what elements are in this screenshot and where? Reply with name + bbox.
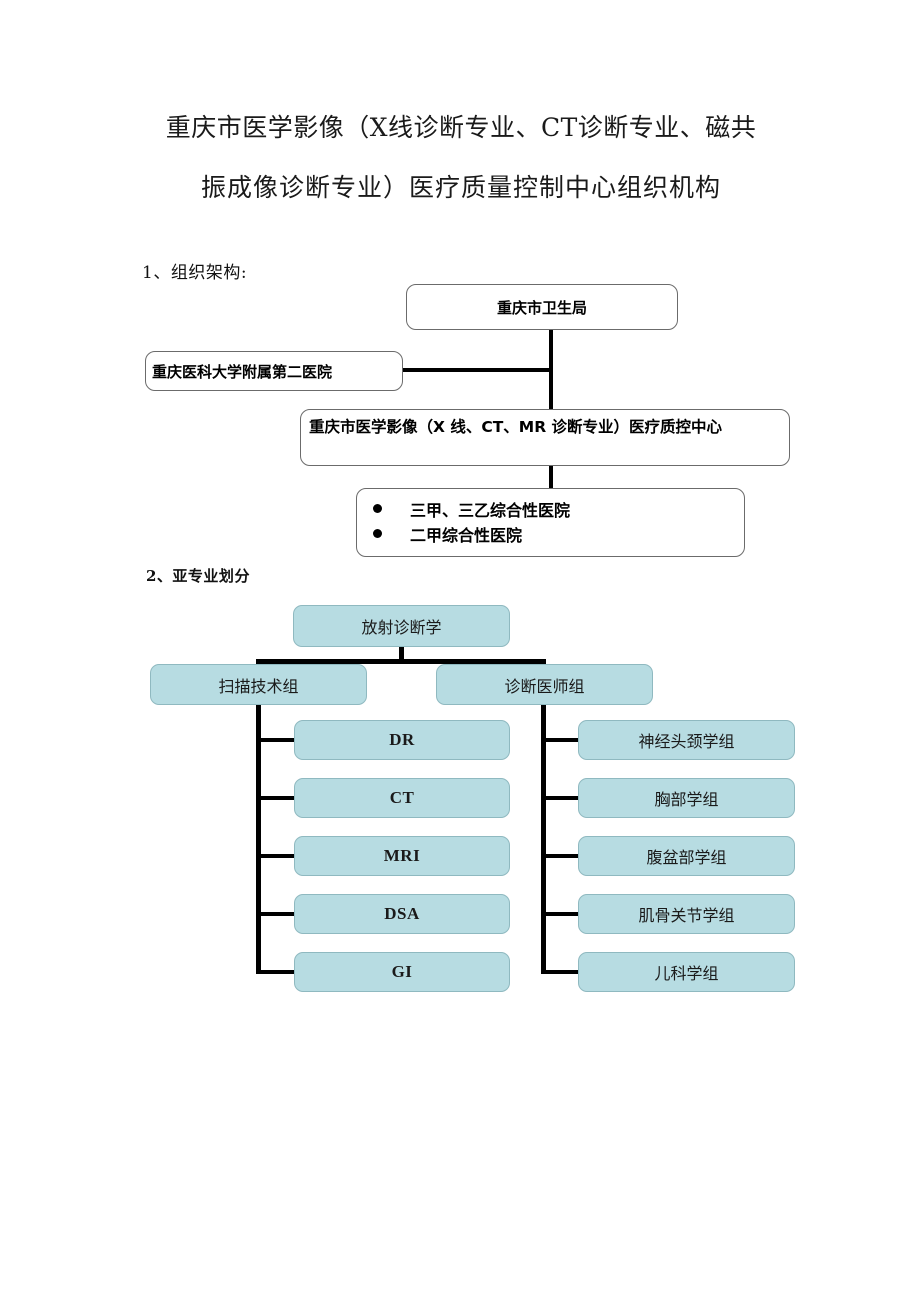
hospital-list-item-1: 三甲、三乙综合性医院 <box>410 500 571 520</box>
subspec-node-diagnostic-physician-group-label: 诊断医师组 <box>504 676 585 696</box>
connector-left-leaf-stub-1 <box>256 738 296 742</box>
connector-right-leaf-stub-5 <box>541 970 581 974</box>
subspec-leaf-left-4-label: DSA <box>384 904 420 923</box>
section-heading-organization: 1、组织架构: <box>142 263 248 283</box>
subspec-leaf-left-3-label: MRI <box>383 846 421 865</box>
connector-root-bus <box>256 659 546 664</box>
subspec-leaf-left-4: DSA <box>294 894 510 934</box>
subspec-node-scan-tech-group-label: 扫描技术组 <box>218 676 299 696</box>
subspec-leaf-left-3: MRI <box>294 836 510 876</box>
organization-structure-chart: 重庆市卫生局 重庆医科大学附属第二医院 重庆市医学影像（X 线、CT、MR 诊断… <box>0 0 920 580</box>
bullet-dot-icon <box>373 504 382 513</box>
org-node-qc-center: 重庆市医学影像（X 线、CT、MR 诊断专业）医疗质控中心 <box>300 409 790 466</box>
bullet-dot-icon <box>373 529 382 538</box>
connector-affiliated-hospital-to-spine <box>403 368 551 372</box>
subspec-node-root-label: 放射诊断学 <box>361 618 442 637</box>
section-heading-subspecialty: 2、亚专业划分 <box>146 567 250 585</box>
connector-right-leaf-stub-2 <box>541 796 581 800</box>
connector-left-leaf-stub-2 <box>256 796 296 800</box>
subspecialty-division-chart: 放射诊断学 扫描技术组 诊断医师组 DR CT MRI DSA GI 神经头颈学… <box>150 605 795 992</box>
subspec-leaf-left-1-label: DR <box>389 730 415 749</box>
subspec-leaf-right-5-label: 儿科学组 <box>654 964 719 983</box>
subspec-node-root: 放射诊断学 <box>293 605 510 647</box>
connector-right-leaf-stub-1 <box>541 738 581 742</box>
subspec-leaf-left-1: DR <box>294 720 510 760</box>
org-node-health-bureau-label: 重庆市卫生局 <box>496 298 587 317</box>
connector-right-leaf-stub-4 <box>541 912 581 916</box>
connector-bus-to-right-branch <box>541 659 546 665</box>
subspec-leaf-left-2-label: CT <box>389 788 415 807</box>
org-node-hospital-list: 三甲、三乙综合性医院 二甲综合性医院 <box>356 488 745 557</box>
connector-left-leaf-stub-3 <box>256 854 296 858</box>
org-node-affiliated-hospital: 重庆医科大学附属第二医院 <box>145 351 403 391</box>
hospital-list-item-2: 二甲综合性医院 <box>410 525 523 545</box>
subspec-leaf-right-2-label: 胸部学组 <box>654 790 719 809</box>
subspec-leaf-left-5: GI <box>294 952 510 992</box>
subspec-leaf-right-3-label: 腹盆部学组 <box>646 848 727 867</box>
subspec-leaf-right-2: 胸部学组 <box>578 778 795 818</box>
connector-left-leaf-stub-5 <box>256 970 296 974</box>
subspec-leaf-left-2: CT <box>294 778 510 818</box>
subspec-node-scan-tech-group: 扫描技术组 <box>150 664 367 705</box>
subspec-leaf-right-5: 儿科学组 <box>578 952 795 992</box>
connector-root-stem <box>399 647 404 664</box>
org-node-affiliated-hospital-label: 重庆医科大学附属第二医院 <box>152 362 333 381</box>
page-title: 重庆市医学影像（X线诊断专业、CT诊断专业、磁共 振成像诊断专业）医疗质量控制中… <box>125 98 797 218</box>
org-node-health-bureau: 重庆市卫生局 <box>406 284 678 330</box>
org-node-qc-center-label: 重庆市医学影像（X 线、CT、MR 诊断专业）医疗质控中心 <box>309 418 723 436</box>
subspec-leaf-left-5-label: GI <box>391 962 413 981</box>
connector-left-spine <box>256 705 261 973</box>
connector-qc-center-to-hospital-list <box>549 466 553 488</box>
subspec-node-diagnostic-physician-group: 诊断医师组 <box>436 664 653 705</box>
page-title-line-1: 重庆市医学影像（X线诊断专业、CT诊断专业、磁共 <box>165 113 757 142</box>
page-title-line-2: 振成像诊断专业）医疗质量控制中心组织机构 <box>200 173 721 202</box>
subspec-leaf-right-3: 腹盆部学组 <box>578 836 795 876</box>
subspec-leaf-right-1: 神经头颈学组 <box>578 720 795 760</box>
connector-bus-to-left-branch <box>256 659 261 665</box>
connector-bureau-to-qc-center <box>549 330 553 409</box>
list-item: 三甲、三乙综合性医院 <box>357 496 744 521</box>
subspec-leaf-right-4-label: 肌骨关节学组 <box>638 906 735 925</box>
subspec-leaf-right-4: 肌骨关节学组 <box>578 894 795 934</box>
connector-left-leaf-stub-4 <box>256 912 296 916</box>
connector-right-spine <box>541 705 546 973</box>
connector-right-leaf-stub-3 <box>541 854 581 858</box>
list-item: 二甲综合性医院 <box>357 521 744 546</box>
subspec-leaf-right-1-label: 神经头颈学组 <box>638 732 735 751</box>
